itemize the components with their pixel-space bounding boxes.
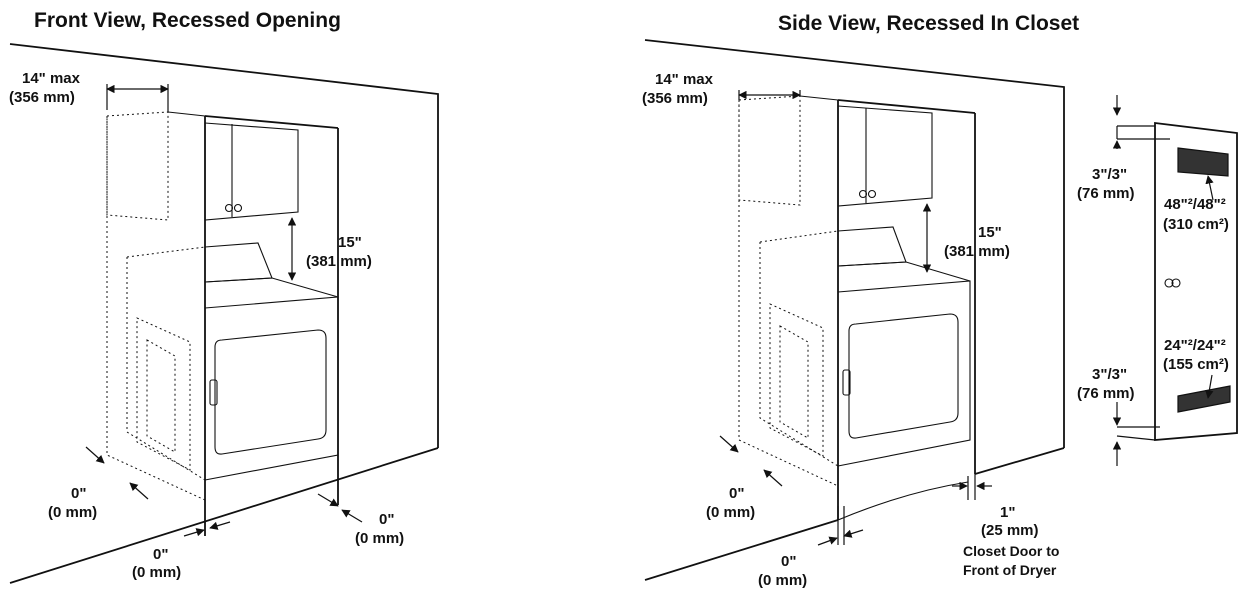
side-side-max-label: 14" max: [655, 71, 714, 88]
bottom-vent-area-label: 24"²/24"²: [1164, 337, 1226, 354]
front-view: Front View, Recessed Opening: [9, 9, 439, 584]
front-view-title: Front View, Recessed Opening: [34, 9, 341, 32]
side-left-clearance-label: 0": [729, 485, 744, 502]
front-dryer: [106, 116, 339, 501]
side-wall: [644, 39, 1065, 581]
closet-door-panel: [1154, 121, 1238, 441]
door-knob-icon: [1164, 278, 1181, 288]
bottom-vent-area-cm-label: (155 cm²): [1163, 356, 1229, 373]
door-clearance-label: 1": [1000, 504, 1015, 521]
front-left-clearance-mm-label: (0 mm): [48, 504, 97, 521]
front-right-clearance-label: 0": [379, 511, 394, 528]
front-bottom-clearance-label: 0": [153, 546, 168, 563]
top-vent-offset-label: 3"/3": [1092, 166, 1127, 183]
door-note-line-1: Closet Door to: [963, 543, 1059, 559]
door-note-line-2: Front of Dryer: [963, 562, 1057, 578]
front-side-max-mm-label: (356 mm): [9, 89, 75, 106]
bottom-vent: [1177, 385, 1231, 413]
front-dimension-lines: [85, 84, 363, 537]
front-right-clearance-mm-label: (0 mm): [355, 530, 404, 547]
side-wall-cabinet: [738, 95, 933, 207]
top-vent-area-cm-label: (310 cm²): [1163, 216, 1229, 233]
front-recess-opening: [167, 111, 339, 536]
side-view: Side View, Recessed In Closet: [642, 12, 1079, 589]
front-left-clearance-label: 0": [71, 485, 86, 502]
front-top-clearance-mm-label: (381 mm): [306, 253, 372, 270]
front-top-clearance-label: 15": [338, 234, 362, 251]
side-side-max-mm-label: (356 mm): [642, 90, 708, 107]
side-dryer: [738, 100, 971, 487]
door-dimension-lines: [1112, 95, 1214, 466]
side-top-clearance-label: 15": [978, 224, 1002, 241]
side-dimension-lines: [719, 90, 992, 546]
closet-door-detail: 3"/3" (76 mm) 48"²/48"² (310 cm²) 24"²/2…: [1077, 95, 1238, 466]
top-vent: [1177, 147, 1229, 177]
bottom-vent-offset-mm-label: (76 mm): [1077, 385, 1135, 402]
side-bottom-clearance-mm-label: (0 mm): [758, 572, 807, 589]
front-bottom-clearance-mm-label: (0 mm): [132, 564, 181, 581]
top-vent-offset-mm-label: (76 mm): [1077, 185, 1135, 202]
bottom-vent-offset-label: 3"/3": [1092, 366, 1127, 383]
side-left-clearance-mm-label: (0 mm): [706, 504, 755, 521]
top-vent-area-label: 48"²/48"²: [1164, 196, 1226, 213]
side-top-clearance-mm-label: (381 mm): [944, 243, 1010, 260]
front-side-max-label: 14" max: [22, 70, 81, 87]
door-clearance-mm-label: (25 mm): [981, 522, 1039, 539]
side-view-title: Side View, Recessed In Closet: [778, 12, 1079, 35]
side-bottom-clearance-label: 0": [781, 553, 796, 570]
front-wall-cabinet: [106, 111, 299, 221]
front-wall: [9, 43, 439, 584]
